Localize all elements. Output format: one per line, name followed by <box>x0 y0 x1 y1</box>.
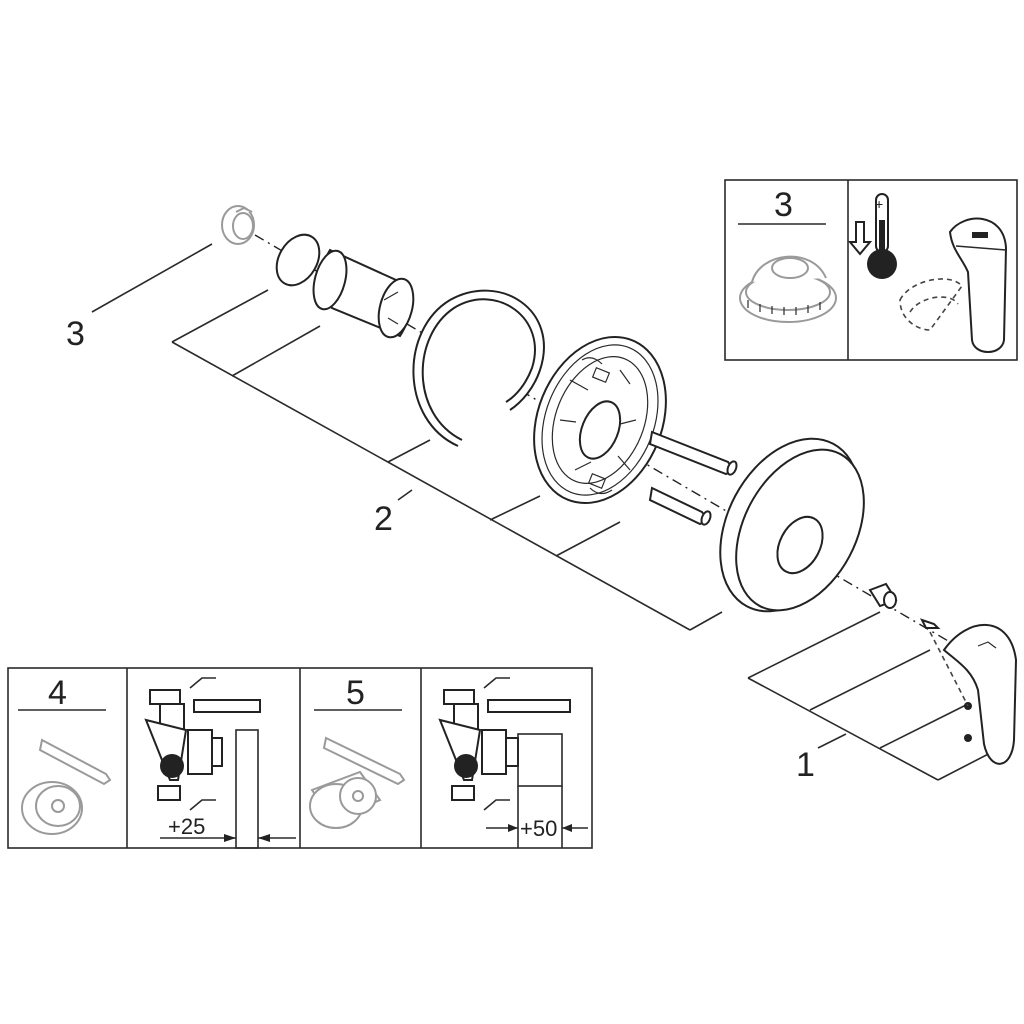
valve-diagram-50: +50 <box>438 677 588 848</box>
thermometer-plus: + <box>875 196 883 212</box>
split-ring-part <box>412 289 545 447</box>
mounting-plate-part <box>533 335 667 505</box>
callout-1-label: 1 <box>796 746 815 784</box>
cartridge-cylinder-part <box>312 248 415 339</box>
kit-4-number: 4 <box>48 674 67 712</box>
callout-1-bracket: 1 <box>747 611 1001 784</box>
escutcheon-plate-part <box>719 437 865 613</box>
callout-3: 3 <box>66 243 213 353</box>
thermometer-icon: + <box>867 193 897 279</box>
inset-top-lever-icon <box>899 217 1008 353</box>
inset-bottom-extension-panel: 4 +25 5 <box>7 667 593 849</box>
callout-3-label: 3 <box>66 315 85 353</box>
long-screw-upper <box>648 430 738 476</box>
extension-kit-5: 5 <box>309 674 406 829</box>
inset-top-number: 3 <box>774 186 793 224</box>
kit-5-number: 5 <box>346 674 365 712</box>
dimension-50: +50 <box>520 816 557 841</box>
callout-2-label: 2 <box>374 500 393 538</box>
inset-top-cap-icon <box>739 255 837 323</box>
arrow-down-icon <box>847 221 873 256</box>
dimension-25: +25 <box>168 814 205 839</box>
inset-top-temperature-panel: 3 + <box>724 179 1018 361</box>
small-cap-part <box>221 205 255 245</box>
valve-diagram-25: +25 <box>144 677 296 849</box>
extension-kit-4: 4 <box>18 674 112 835</box>
o-ring-part <box>275 233 321 287</box>
adapter-nut-part <box>868 582 898 609</box>
long-screw-lower <box>648 486 712 526</box>
lever-handle-part <box>929 624 1018 765</box>
set-screw-part <box>920 618 941 629</box>
callout-2-bracket: 2 <box>171 289 723 631</box>
